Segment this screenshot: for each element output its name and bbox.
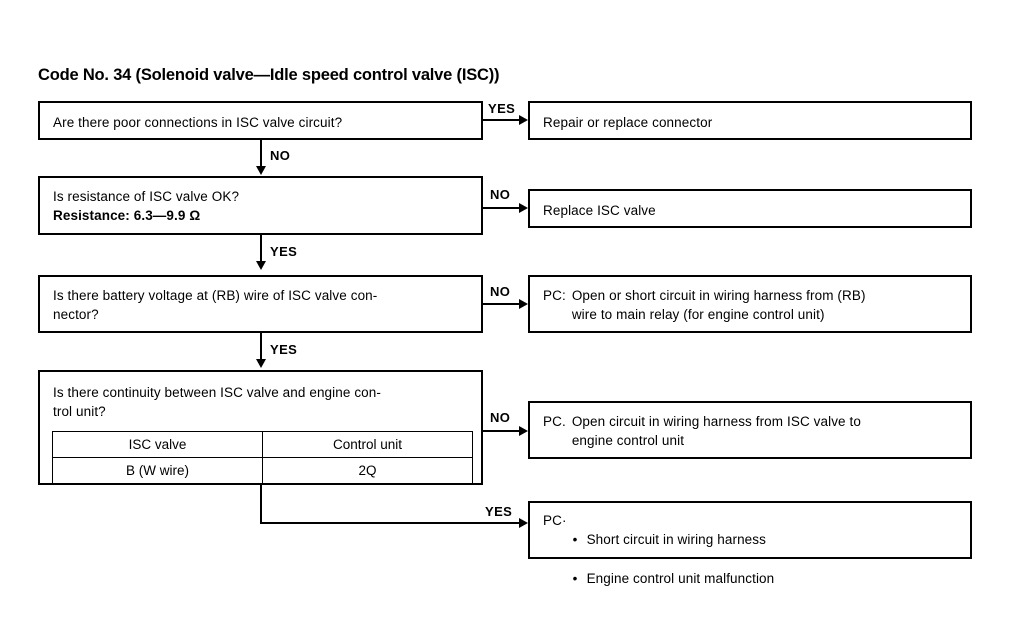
- pc-tag-step-3: PC:: [543, 288, 566, 303]
- pc-tag-final: PC·: [543, 513, 567, 528]
- result-text-step-4: PC. Open circuit in wiring harness from …: [543, 412, 960, 450]
- connector-step-4-yes-vertical: [260, 485, 262, 524]
- question-box-step-4: Is there continuity between ISC valve an…: [38, 370, 483, 485]
- question-box-step-1: Are there poor connections in ISC valve …: [38, 101, 483, 140]
- list-item: Engine control unit malfunction: [573, 569, 960, 589]
- branch-label-step-4-yes: YES: [485, 504, 513, 519]
- list-item: Short circuit in wiring harness: [573, 530, 960, 550]
- question-text-step-2: Is resistance of ISC valve OK?: [53, 189, 240, 204]
- pc-tag-step-4: PC.: [543, 414, 566, 429]
- result-box-step-2: Replace ISC valve: [528, 189, 972, 228]
- arrow-step-4-yes: [519, 518, 528, 528]
- arrow-step-4-no: [519, 426, 528, 436]
- branch-label-step-2-no: NO: [490, 187, 511, 202]
- question-box-step-3: Is there battery voltage at (RB) wire of…: [38, 275, 483, 333]
- arrow-step-2-yes: [256, 261, 266, 270]
- continuity-table: ISC valve Control unit B (W wire) 2Q: [52, 431, 473, 484]
- connector-step-4-yes-horizontal: [260, 522, 522, 524]
- arrow-step-2-no: [519, 203, 528, 213]
- result-box-step-4: PC. Open circuit in wiring harness from …: [528, 401, 972, 459]
- connector-step-4-no: [483, 430, 522, 432]
- question-text-step-1: Are there poor connections in ISC valve …: [53, 115, 343, 130]
- question-box-step-2: Is resistance of ISC valve OK? Resistanc…: [38, 176, 483, 235]
- table-row: B (W wire) 2Q: [52, 457, 473, 484]
- connector-step-2-no: [483, 207, 522, 209]
- connector-step-3-no: [483, 303, 522, 305]
- final-bullet-list: Short circuit in wiring harness Engine c…: [573, 511, 960, 608]
- result-text-step-1: Repair or replace connector: [543, 115, 713, 130]
- result-text-final: PC· Short circuit in wiring harness Engi…: [543, 511, 960, 608]
- arrow-step-3-no: [519, 299, 528, 309]
- result-text-step-3: PC: Open or short circuit in wiring harn…: [543, 286, 960, 324]
- result-box-final: PC· Short circuit in wiring harness Engi…: [528, 501, 972, 589]
- branch-label-step-1-yes: YES: [488, 101, 516, 116]
- spec-text-step-2: Resistance: 6.3—9.9 Ω: [53, 208, 201, 223]
- arrow-step-1-no: [256, 166, 266, 175]
- branch-label-step-2-yes: YES: [270, 244, 298, 259]
- branch-label-step-3-yes: YES: [270, 342, 298, 357]
- table-cell-isc-valve-value: B (W wire): [52, 457, 263, 484]
- branch-label-step-4-no: NO: [490, 410, 511, 425]
- result-text-step-2: Replace ISC valve: [543, 203, 656, 218]
- connector-step-3-yes: [260, 333, 262, 366]
- question-text-step-4: Is there continuity between ISC valve an…: [53, 385, 381, 419]
- question-text-step-3: Is there battery voltage at (RB) wire of…: [53, 288, 378, 322]
- connector-step-1-no: [260, 140, 262, 173]
- connector-step-1-yes: [483, 119, 522, 121]
- arrow-step-3-yes: [256, 359, 266, 368]
- table-header-control-unit: Control unit: [262, 431, 473, 458]
- branch-label-step-3-no: NO: [490, 284, 511, 299]
- table-header-row: ISC valve Control unit: [52, 431, 473, 458]
- result-box-step-3: PC: Open or short circuit in wiring harn…: [528, 275, 972, 333]
- pc-body-step-4: Open circuit in wiring harness from ISC …: [571, 414, 861, 448]
- arrow-step-1-yes: [519, 115, 528, 125]
- table-cell-control-unit-value: 2Q: [262, 457, 473, 484]
- table-header-isc-valve: ISC valve: [52, 431, 263, 458]
- branch-label-step-1-no: NO: [270, 148, 291, 163]
- page-title: Code No. 34 (Solenoid valve—Idle speed c…: [38, 66, 500, 84]
- pc-body-step-3: Open or short circuit in wiring harness …: [571, 288, 866, 322]
- result-box-step-1: Repair or replace connector: [528, 101, 972, 140]
- connector-step-2-yes: [260, 235, 262, 268]
